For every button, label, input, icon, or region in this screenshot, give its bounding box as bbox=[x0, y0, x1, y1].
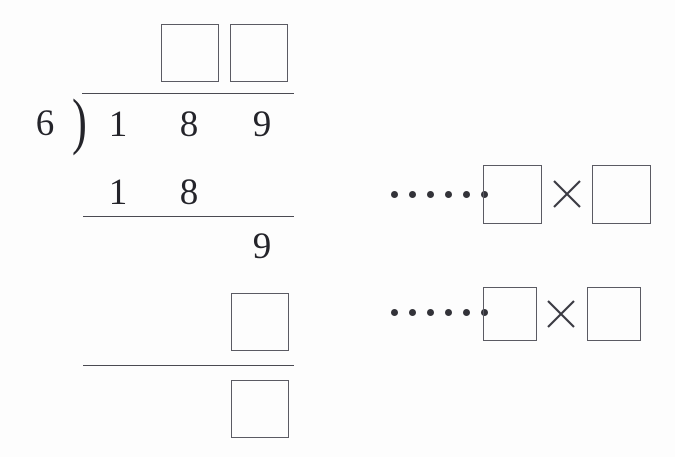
quotient-tens-box[interactable] bbox=[161, 24, 219, 82]
dividend-digit-tens: 8 bbox=[179, 104, 199, 145]
second-partial-product-box[interactable] bbox=[231, 293, 289, 351]
first-remainder-digit: 9 bbox=[252, 226, 272, 267]
quotient-ones-box[interactable] bbox=[230, 24, 288, 82]
check-row-2-ellipsis-icon bbox=[391, 309, 488, 316]
second-subtraction-rule bbox=[83, 365, 294, 366]
check-row-1 bbox=[388, 160, 658, 230]
check-row-1-right-box[interactable] bbox=[592, 165, 651, 224]
dividend-digit-hundreds: 1 bbox=[108, 104, 128, 145]
division-bracket-icon: ) bbox=[72, 88, 87, 156]
partial-product-digit-ones: 8 bbox=[179, 172, 199, 213]
check-row-2-right-box[interactable] bbox=[587, 287, 641, 341]
check-row-2-left-box[interactable] bbox=[483, 287, 537, 341]
first-subtraction-rule bbox=[83, 216, 294, 217]
vinculum-rule bbox=[82, 93, 294, 94]
final-remainder-box[interactable] bbox=[231, 380, 289, 438]
partial-product-digit-tens: 1 bbox=[108, 172, 128, 213]
dividend-digit-ones: 9 bbox=[252, 104, 272, 145]
multiply-icon bbox=[545, 298, 577, 330]
check-row-1-left-box[interactable] bbox=[483, 165, 542, 224]
multiply-icon bbox=[551, 178, 583, 210]
divisor-digit: 6 bbox=[35, 103, 55, 144]
check-row-1-ellipsis-icon bbox=[391, 191, 488, 198]
check-row-2 bbox=[388, 285, 658, 347]
